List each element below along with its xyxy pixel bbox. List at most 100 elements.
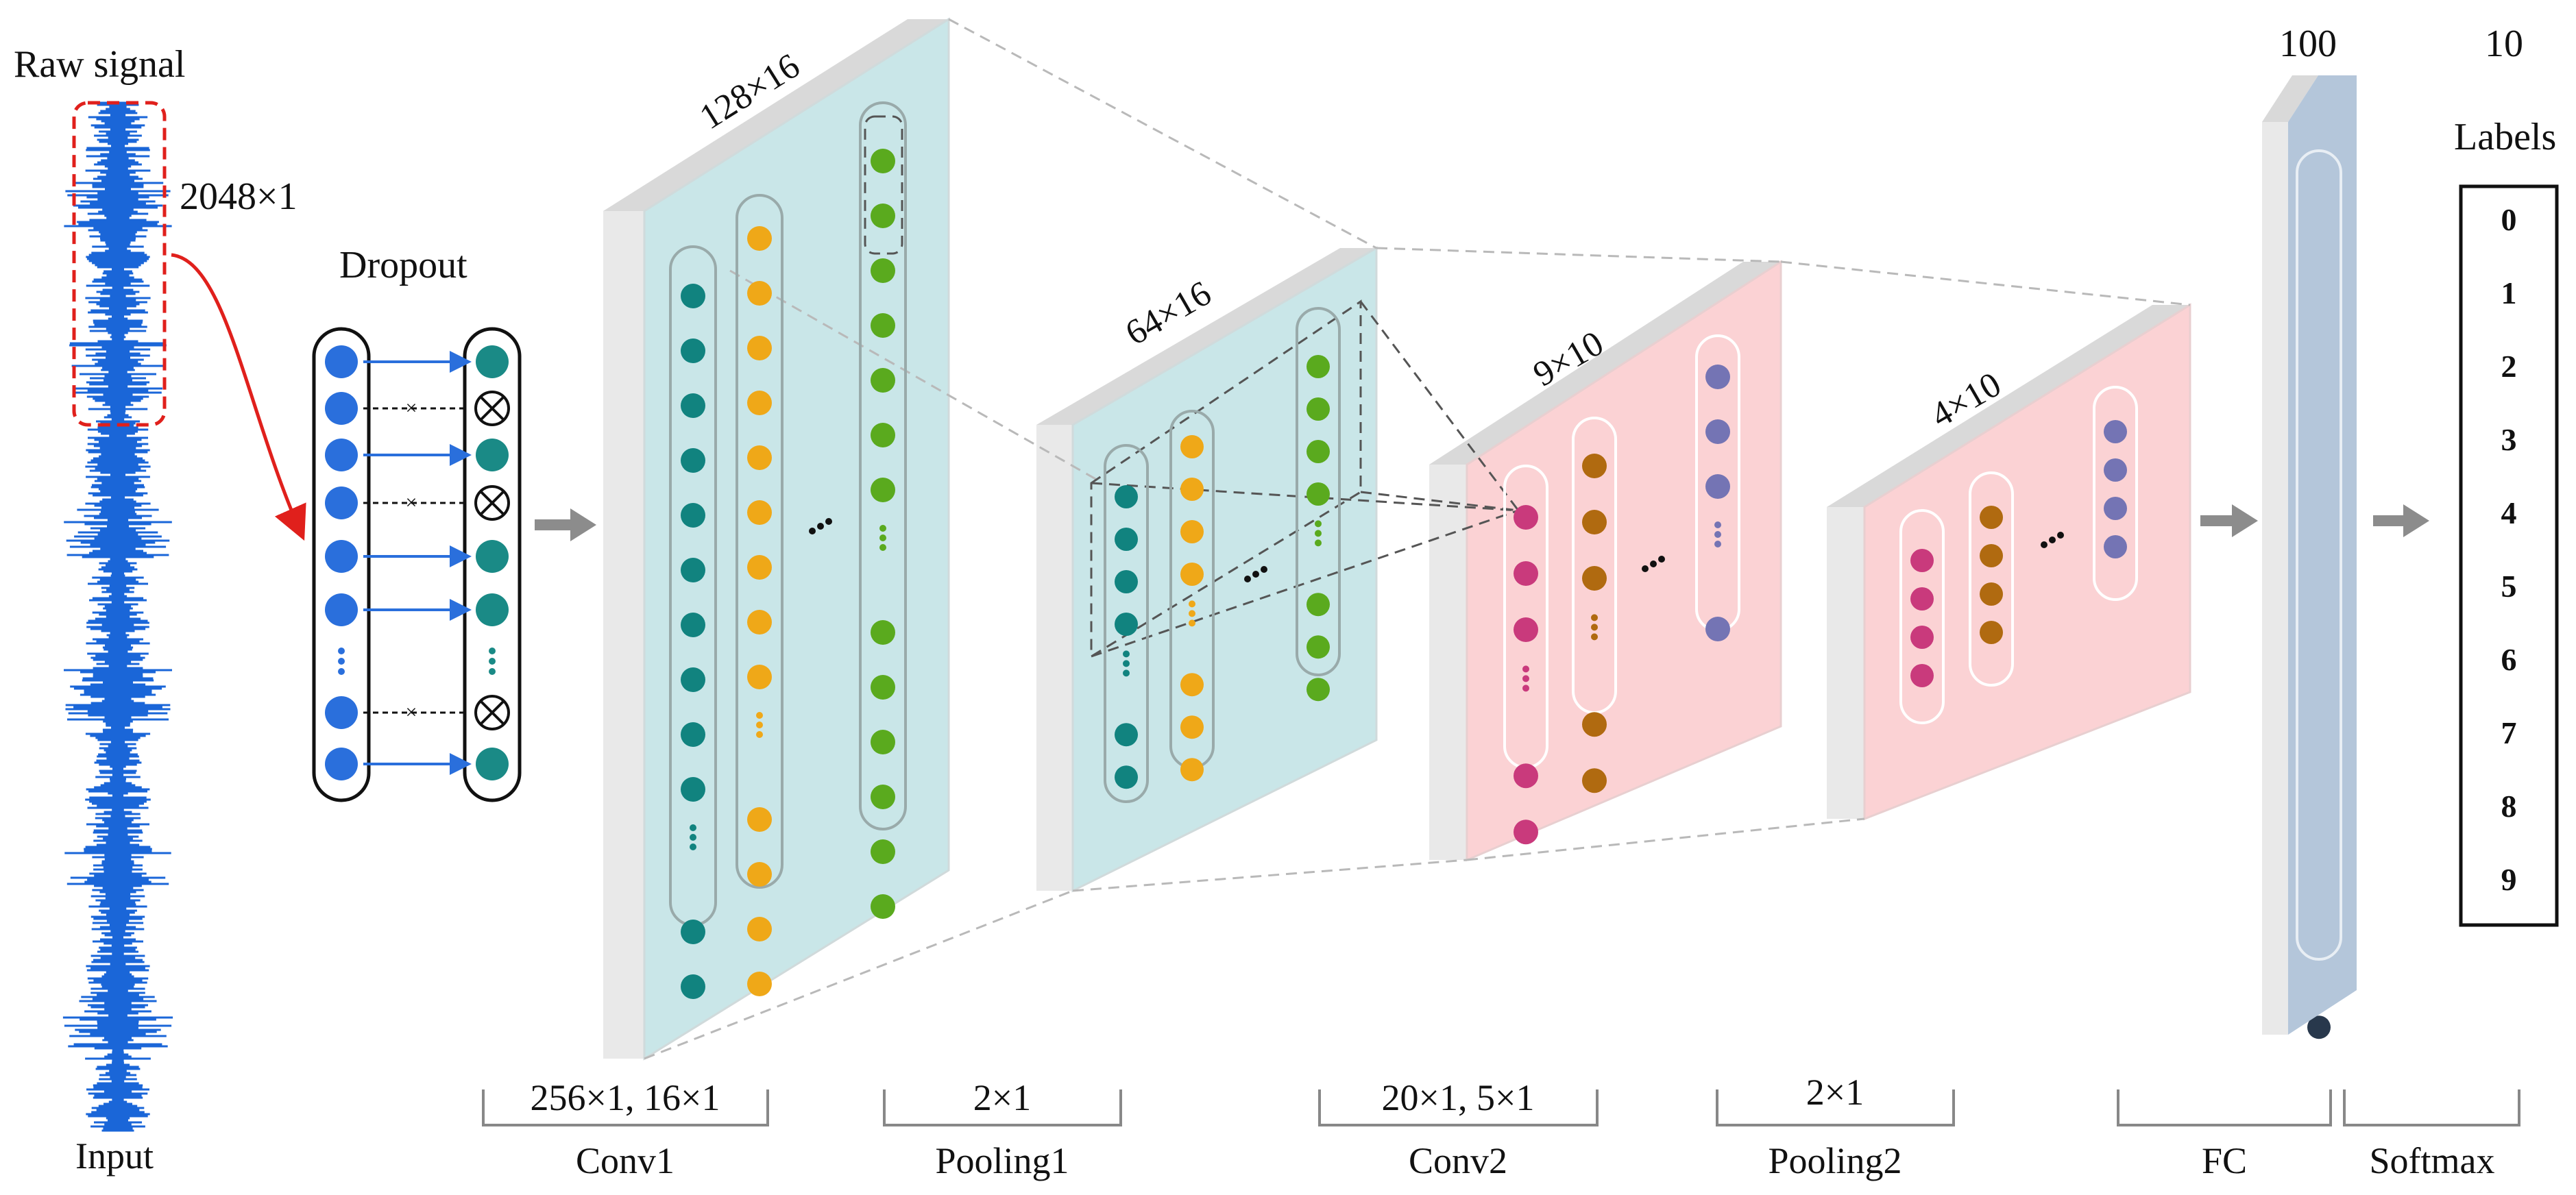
conv2-kernel-label: 20×1, 5×1	[1382, 1077, 1535, 1118]
pool1-side-face	[1036, 425, 1073, 891]
conv1-neuron	[747, 917, 772, 941]
dropout-ellipsis-dot	[338, 658, 345, 665]
softmax-name-label: Softmax	[2370, 1140, 2495, 1181]
pool2-neuron	[1910, 626, 1934, 649]
conv1-neuron-ellipsis	[690, 834, 696, 841]
pool2-neuron	[1910, 664, 1934, 687]
conv1-side-face	[603, 211, 644, 1059]
conv2-neuron-ellipsis	[1714, 521, 1721, 528]
fc-name-label: FC	[2202, 1140, 2247, 1181]
fc-neuron	[2307, 1015, 2331, 1039]
labels-title: Labels	[2454, 116, 2556, 158]
conv2-neuron-ellipsis	[1714, 531, 1721, 538]
dropout-nodes: ×××	[325, 345, 510, 780]
conv1-neuron	[871, 423, 895, 447]
pool1-neuron	[1115, 485, 1138, 508]
dropped-connection-mark: ×	[406, 397, 417, 419]
conv2-neuron-ellipsis	[1522, 665, 1529, 673]
dropout-ellipsis-dot	[489, 648, 496, 654]
pool1-neuron-ellipsis	[1189, 619, 1195, 627]
column-ellipsis-marks	[809, 518, 2064, 582]
conv1-neuron-ellipsis	[756, 731, 763, 738]
dropout-input-node	[325, 593, 358, 626]
conv2-neuron-ellipsis	[1522, 675, 1529, 682]
conv1-neuron	[871, 204, 895, 228]
dropout-ellipsis-dot	[338, 668, 345, 675]
conv1-neuron	[871, 675, 895, 700]
conv1-neuron	[681, 667, 705, 692]
pool1-neuron-ellipsis	[1123, 650, 1130, 658]
dropout-title: Dropout	[339, 244, 467, 286]
conv1-neuron	[747, 972, 772, 996]
conv1-neuron	[747, 500, 772, 525]
pool1-neuron-ellipsis	[1315, 539, 1322, 547]
conv2-layer: 9×10	[1429, 260, 1782, 862]
pool1-neuron	[1180, 673, 1204, 697]
conv1-neuron	[747, 445, 772, 470]
pool2-neuron	[1910, 549, 1934, 572]
conv1-neuron	[747, 665, 772, 689]
pool2-neuron-columns	[1899, 386, 2138, 724]
arrow-to-labels	[2373, 504, 2429, 537]
dropout-input-node	[325, 486, 358, 519]
conv2-neuron-ellipsis	[1591, 624, 1598, 631]
conv2-neuron	[1705, 617, 1730, 641]
pool1-neuron	[1180, 435, 1204, 458]
pool1-neuron	[1307, 593, 1330, 617]
pool2-neuron	[1980, 582, 2003, 606]
pool2-side-face	[1827, 507, 1864, 819]
conv2-neuron	[1582, 566, 1607, 591]
arrow-to-conv1	[535, 508, 596, 541]
pool2-neuron	[1980, 506, 2003, 529]
input-size-label: 2048×1	[180, 175, 297, 218]
pool1-neuron	[1307, 440, 1330, 463]
label-item: 6	[2501, 642, 2517, 677]
labels-box	[2459, 184, 2559, 927]
conv2-neuron-ellipsis	[1522, 685, 1529, 692]
pool2-neuron	[2104, 497, 2127, 520]
dropout-output-node	[476, 439, 509, 471]
pool1-neuron	[1307, 397, 1330, 421]
arrow-to-fc	[2200, 504, 2258, 537]
conv1-neuron	[871, 368, 895, 393]
label-item: 3	[2501, 422, 2517, 457]
conv2-neuron	[1582, 510, 1607, 534]
dropout-input-column	[312, 327, 371, 802]
receptive-field-lines	[864, 115, 1520, 658]
label-item: 7	[2501, 715, 2517, 750]
pool1-neuron	[1180, 520, 1204, 543]
conv1-neuron	[747, 391, 772, 415]
conv1-neuron	[681, 284, 705, 308]
conv1-neuron	[681, 558, 705, 582]
bottom-brackets	[482, 1089, 2520, 1126]
conv1-neuron	[681, 503, 705, 528]
pool2-top-face	[1827, 305, 2190, 507]
raw-signal-waveform	[62, 101, 173, 1132]
pool1-neuron-ellipsis	[1315, 520, 1322, 528]
dropped-connection-mark: ×	[406, 701, 417, 724]
conv2-neuron	[1582, 768, 1607, 793]
dropout-ellipsis-dot	[489, 658, 496, 665]
dropout-ellipsis-dot	[338, 648, 345, 654]
conv2-neuron	[1705, 474, 1730, 499]
conv1-neuron	[871, 313, 895, 338]
conv1-kernel-label: 256×1, 16×1	[531, 1077, 720, 1118]
dropout-input-node	[325, 392, 358, 425]
conv2-neuron	[1582, 712, 1607, 737]
pool1-neuron	[1307, 482, 1330, 506]
label-item: 0	[2501, 202, 2517, 237]
conv2-neuron	[1705, 419, 1730, 444]
conv1-neuron-ellipsis	[879, 525, 886, 532]
conv1-top-face	[603, 19, 949, 211]
dropped-node-cross	[479, 395, 505, 421]
pool1-top-face	[1036, 248, 1376, 425]
softmax-dim-label: 10	[2485, 23, 2523, 65]
conv1-neuron-ellipsis	[690, 824, 696, 831]
pool1-kernel-label: 2×1	[973, 1077, 1031, 1118]
pool2-kernel-label: 2×1	[1806, 1072, 1864, 1113]
dropout-input-node	[325, 748, 358, 780]
conv2-neuron-ellipsis	[1714, 541, 1721, 547]
pool1-neuron	[1180, 758, 1204, 782]
pool2-neuron	[2104, 535, 2127, 558]
conv2-front-face	[1466, 260, 1782, 862]
